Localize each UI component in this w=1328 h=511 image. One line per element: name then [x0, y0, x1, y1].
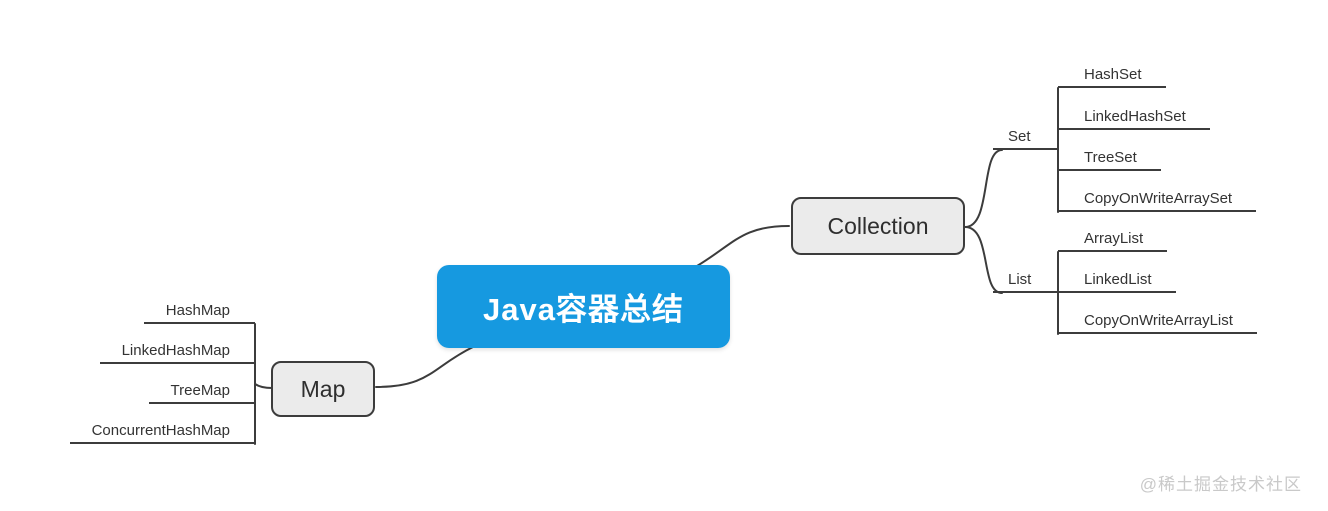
root-topic[interactable]: Java容器总结 [437, 265, 730, 348]
connector-collection-set [964, 149, 1003, 228]
set-topic[interactable]: Set [993, 124, 1058, 150]
topic-linkedhashset[interactable]: LinkedHashSet [1058, 104, 1210, 130]
topic-copyonwritearraylist[interactable]: CopyOnWriteArrayList [1058, 308, 1257, 334]
connector-root-collection [696, 225, 790, 267]
collection-topic[interactable]: Collection [791, 197, 965, 255]
topic-linkedlist[interactable]: LinkedList [1058, 267, 1176, 293]
topic-arraylist[interactable]: ArrayList [1058, 226, 1168, 252]
watermark-text: @稀土掘金技术社区 [1139, 475, 1302, 494]
topic-concurrenthashmap[interactable]: ConcurrentHashMap [69, 418, 255, 444]
topic-treeset[interactable]: TreeSet [1058, 145, 1161, 171]
topic-copyonwritearrayset[interactable]: CopyOnWriteArraySet [1058, 186, 1257, 212]
topic-linkedhashmap[interactable]: LinkedHashMap [99, 338, 255, 364]
connector-root-map [375, 346, 474, 388]
connector-map-bracket [254, 383, 273, 389]
map-topic[interactable]: Map [271, 361, 375, 417]
topic-hashmap[interactable]: HashMap [143, 298, 255, 324]
list-topic[interactable]: List [993, 267, 1058, 293]
topic-hashset[interactable]: HashSet [1058, 62, 1166, 88]
topic-treemap[interactable]: TreeMap [148, 378, 255, 404]
